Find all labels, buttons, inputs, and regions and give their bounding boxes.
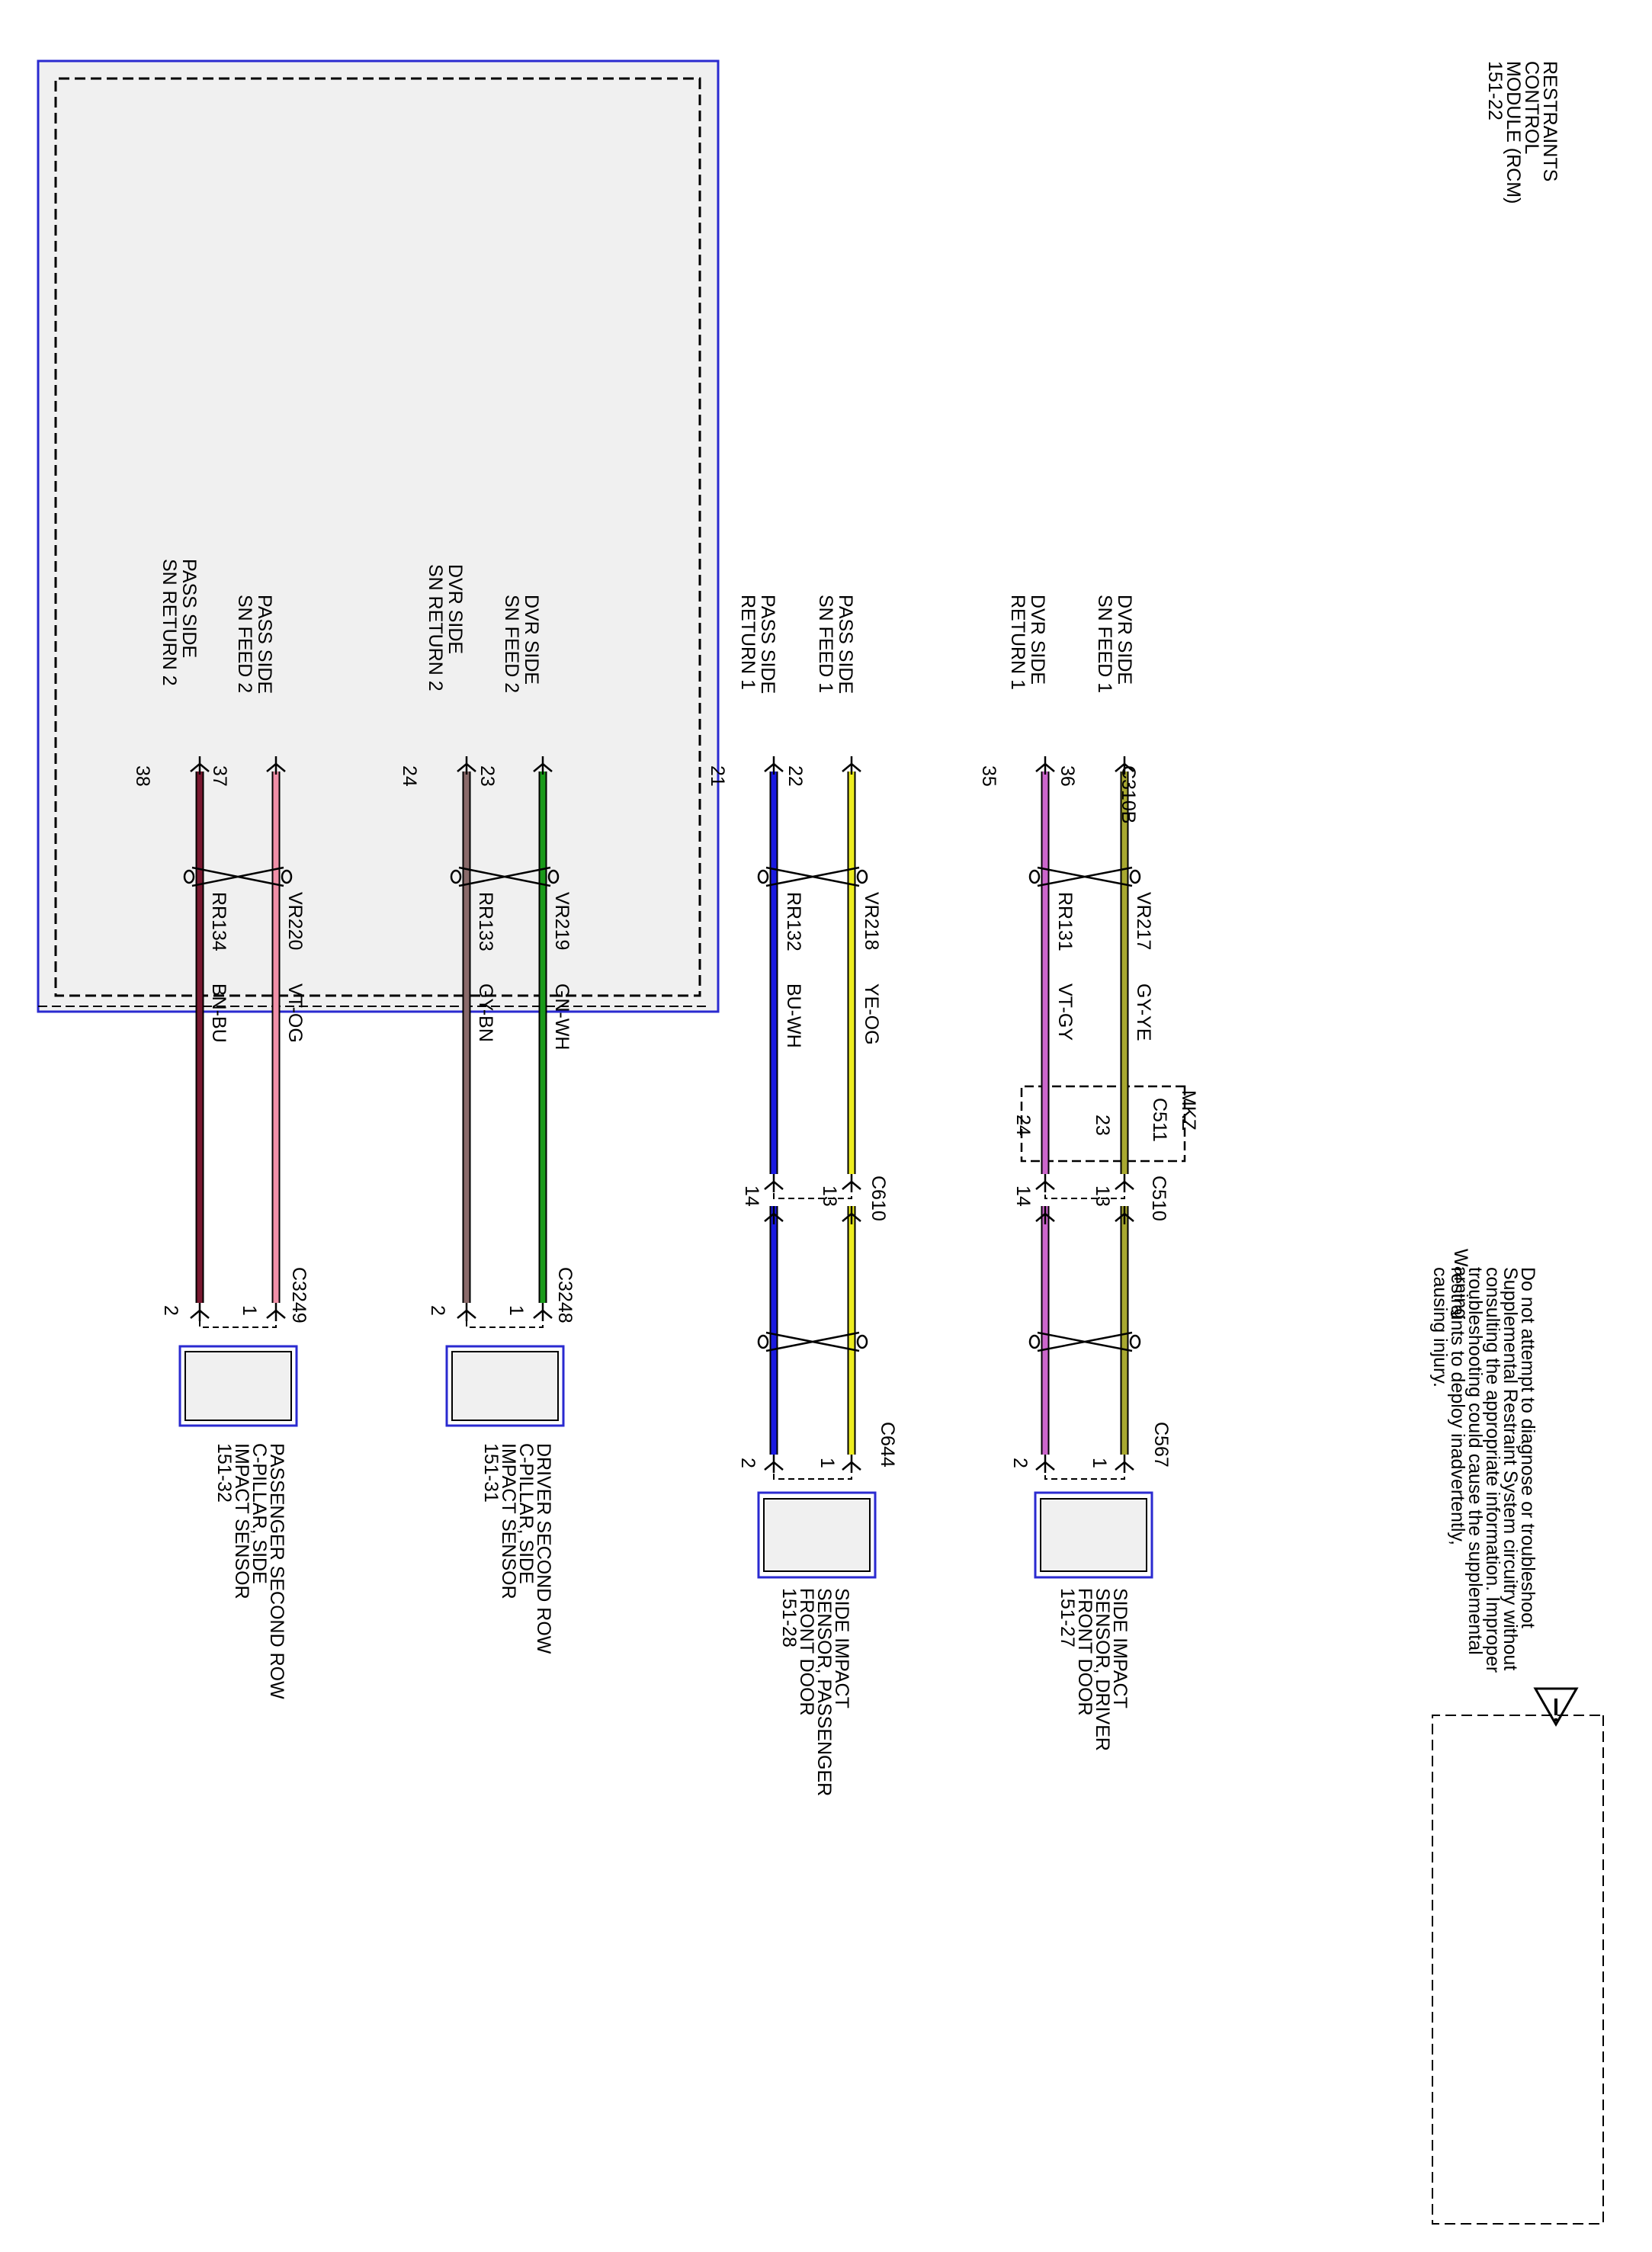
warning-icon bbox=[1533, 1687, 1579, 1727]
circuit-number-rr134: RR134 bbox=[208, 892, 229, 951]
rcm-pin-number-37: 37 bbox=[209, 765, 230, 787]
rcm-pin-number-35: 35 bbox=[978, 765, 999, 787]
circuit-number-vr219: VR219 bbox=[551, 892, 573, 951]
wire-color-code-vt-og: VT-OG bbox=[284, 983, 306, 1043]
twist-marker-passenger-front-sensor-side-loop-b bbox=[757, 1334, 769, 1349]
rcm-pin-label-pass-return-1: PASS SIDE RETURN 1 bbox=[737, 595, 778, 695]
rcm-pin-number-24: 24 bbox=[399, 765, 420, 787]
component-name-passenger-front-door-sensor: SIDE IMPACT SENSOR, PASSENGER FRONT DOOR… bbox=[778, 1588, 852, 1797]
circuit-number-rr132: RR132 bbox=[783, 892, 804, 951]
c511-pin-24: 24 bbox=[1012, 1115, 1034, 1136]
circuit-number-rr133: RR133 bbox=[475, 892, 496, 951]
twist-marker-driver-front-loop-b bbox=[1028, 869, 1041, 884]
rcm-pin-number-21: 21 bbox=[707, 765, 728, 787]
c644-connector-label: C644 bbox=[877, 1422, 898, 1468]
c511-pin-23: 23 bbox=[1092, 1115, 1113, 1136]
twist-marker-driver-rear-loop-b bbox=[450, 869, 462, 884]
rcm-pin-number-36: 36 bbox=[1057, 765, 1078, 787]
c3249-pin-2: 2 bbox=[160, 1305, 181, 1316]
c510-pin-14: 14 bbox=[1012, 1185, 1034, 1207]
twist-marker-driver-rear-loop-a bbox=[547, 869, 560, 884]
rcm-module-box bbox=[37, 59, 720, 1013]
warning-box bbox=[1432, 1715, 1604, 2225]
c3249-connector-label: C3249 bbox=[288, 1267, 310, 1323]
c3248-connector-label: C3248 bbox=[554, 1267, 576, 1323]
wire-color-code-gn-wh: GN-WH bbox=[551, 983, 573, 1051]
rcm-module-name: RESTRAINTS CONTROL MODULE (RCM) 151-22 bbox=[1484, 61, 1561, 204]
end-connector-bracket-driver-front bbox=[1044, 1467, 1125, 1480]
wire-color-code-gy-ye: GY-YE bbox=[1133, 983, 1154, 1041]
c511-tag-mkz: MKZ bbox=[1178, 1090, 1199, 1131]
wire-color-code-vt-gy: VT-GY bbox=[1054, 983, 1076, 1041]
twist-marker-driver-rear bbox=[458, 866, 551, 887]
c567-pin-1: 1 bbox=[1089, 1458, 1110, 1468]
c610-connector-label: C610 bbox=[868, 1176, 889, 1221]
c310b-connector-label: C310B bbox=[1118, 765, 1139, 824]
warning-text: Do not attempt to diagnose or troublesho… bbox=[1429, 1267, 1538, 1673]
c3249-pin-1: 1 bbox=[239, 1305, 260, 1316]
twist-marker-driver-front-sensor-side-loop-b bbox=[1028, 1334, 1041, 1349]
inline-connector-bracket-passenger-front bbox=[773, 1186, 852, 1199]
c644-pin-1: 1 bbox=[816, 1458, 838, 1468]
wire-color-code-bn-bu: BN-BU bbox=[208, 983, 229, 1043]
rcm-pin-label-pass-sn-return-2: PASS SIDE SN RETURN 2 bbox=[159, 559, 200, 686]
end-connector-bracket-passenger-rear bbox=[199, 1315, 277, 1328]
component-box-driver-rear bbox=[445, 1345, 565, 1427]
component-box-passenger-rear bbox=[178, 1345, 298, 1427]
rcm-pin-label-dvr-sn-feed-2: DVR SIDE SN FEED 2 bbox=[501, 595, 542, 694]
twist-marker-passenger-front bbox=[765, 866, 860, 887]
c510-pin-13: 13 bbox=[1092, 1185, 1113, 1207]
wire-color-code-bu-wh: BU-WH bbox=[783, 983, 804, 1048]
rcm-pin-number-38: 38 bbox=[132, 765, 153, 787]
end-connector-bracket-driver-rear bbox=[466, 1315, 544, 1328]
rcm-pin-label-dvr-sn-return-2: DVR SIDE SN RETURN 2 bbox=[425, 564, 466, 691]
twist-marker-passenger-front-loop-a bbox=[856, 869, 868, 884]
twist-marker-passenger-front-sensor-side-loop-a bbox=[856, 1334, 868, 1349]
rcm-pin-number-23: 23 bbox=[476, 765, 498, 787]
component-box-driver-front bbox=[1034, 1491, 1153, 1579]
twist-marker-driver-front-loop-a bbox=[1129, 869, 1141, 884]
rcm-pin-number-22: 22 bbox=[784, 765, 806, 787]
twist-marker-driver-front-sensor-side-loop-a bbox=[1129, 1334, 1141, 1349]
wire-color-code-gy-bn: GY-BN bbox=[475, 983, 496, 1042]
twist-marker-driver-front-sensor-side bbox=[1037, 1331, 1133, 1352]
c510-connector-label: C510 bbox=[1148, 1176, 1169, 1221]
rcm-module-inner bbox=[54, 77, 701, 997]
wire-color-code-ye-og: YE-OG bbox=[861, 983, 882, 1045]
twist-marker-passenger-front-loop-b bbox=[757, 869, 769, 884]
component-name-driver-front-door-sensor: SIDE IMPACT SENSOR, DRIVER FRONT DOOR 15… bbox=[1057, 1588, 1131, 1751]
twist-marker-driver-front bbox=[1037, 866, 1133, 887]
twist-marker-passenger-rear-loop-b bbox=[183, 869, 195, 884]
circuit-number-rr131: RR131 bbox=[1054, 892, 1076, 951]
twist-marker-passenger-rear bbox=[191, 866, 284, 887]
c567-pin-2: 2 bbox=[1009, 1458, 1031, 1468]
rcm-pin-label-pass-sn-feed-1: PASS SIDE SN FEED 1 bbox=[815, 595, 856, 695]
end-connector-bracket-passenger-front bbox=[773, 1467, 852, 1480]
component-box-passenger-front bbox=[757, 1491, 877, 1579]
component-name-driver-c-pillar-sensor: DRIVER SECOND ROW C-PILLAR, SIDE IMPACT … bbox=[480, 1443, 554, 1654]
c610-pin-13: 13 bbox=[819, 1185, 840, 1207]
circuit-number-vr218: VR218 bbox=[861, 892, 882, 951]
c567-connector-label: C567 bbox=[1150, 1422, 1172, 1468]
inline-connector-bracket-driver-front bbox=[1044, 1186, 1125, 1199]
twist-marker-passenger-rear-loop-a bbox=[281, 869, 293, 884]
c511-box bbox=[1020, 1085, 1186, 1163]
rcm-pin-label-dvr-sn-feed-1: DVR SIDE SN FEED 1 bbox=[1094, 595, 1135, 694]
circuit-number-vr220: VR220 bbox=[284, 892, 306, 951]
c610-pin-14: 14 bbox=[741, 1185, 762, 1207]
twist-marker-passenger-front-sensor-side bbox=[765, 1331, 860, 1352]
c511-connector-label: C511 bbox=[1149, 1098, 1170, 1142]
rcm-pin-label-pass-sn-feed-2: PASS SIDE SN FEED 2 bbox=[234, 595, 275, 695]
component-name-passenger-c-pillar-sensor: PASSENGER SECOND ROW C-PILLAR, SIDE IMPA… bbox=[213, 1443, 287, 1699]
c3248-pin-1: 1 bbox=[505, 1305, 527, 1316]
c644-pin-2: 2 bbox=[737, 1458, 759, 1468]
rcm-pin-label-dvr-return-1: DVR SIDE RETURN 1 bbox=[1007, 595, 1048, 691]
circuit-number-vr217: VR217 bbox=[1133, 892, 1154, 951]
c3248-pin-2: 2 bbox=[427, 1305, 448, 1316]
